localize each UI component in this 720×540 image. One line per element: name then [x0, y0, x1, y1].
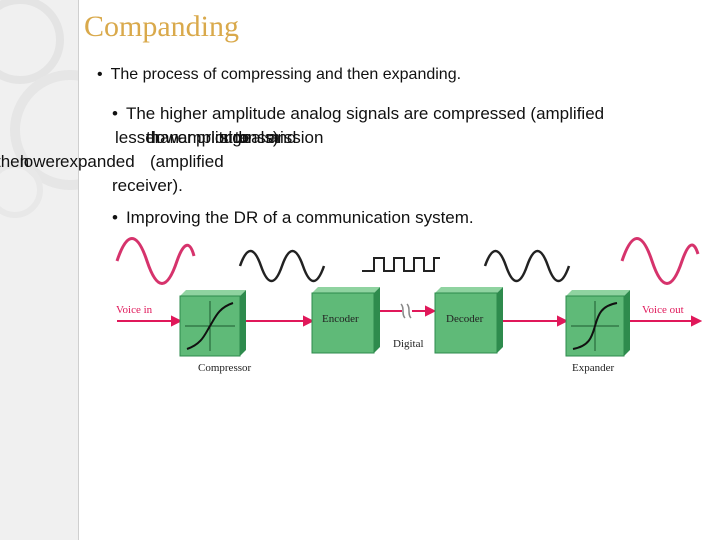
compressed-wave-icon — [238, 249, 326, 283]
digital-label: Digital — [393, 338, 424, 350]
overlap-word: transmission — [228, 128, 324, 147]
decoder-block — [434, 287, 503, 354]
overlap-word: signals) — [220, 128, 279, 147]
decorative-rings — [0, 0, 78, 218]
bullet-glyph: • — [112, 104, 118, 123]
decoder-label: Decoder — [446, 313, 484, 325]
overlap-word: then — [0, 152, 30, 171]
expander-label: Expander — [572, 362, 614, 374]
overlap-word: lower — [20, 152, 61, 171]
bullet-process: • The process of compressing and then exp… — [97, 66, 697, 84]
overlap-word: (amplified — [150, 152, 224, 171]
compressor-label: Compressor — [198, 362, 252, 374]
bullet-improving-dr: • Improving the DR of a communication sys… — [112, 208, 702, 228]
input-wave-icon — [115, 237, 196, 285]
bullet-glyph: • — [97, 66, 103, 83]
slide-title: Companding — [84, 10, 239, 43]
overlap-word: than — [146, 128, 180, 147]
bullet-glyph: • — [112, 208, 118, 227]
compression-curve-icon — [186, 302, 234, 350]
overlap-word: amplitude — [178, 128, 252, 147]
voice-in-label: Voice in — [116, 304, 153, 316]
bullet-higher-line4: receiver). — [112, 176, 183, 195]
overlap-word: and — [268, 128, 297, 147]
overlap-word: lesser — [115, 128, 161, 147]
expansion-curve-icon — [572, 302, 618, 350]
overlap-word: prior to — [196, 128, 249, 147]
encoder-block — [311, 287, 380, 354]
signal-arrows — [117, 305, 702, 327]
overlap-word: expanded — [60, 152, 135, 171]
encoder-label: Encoder — [322, 313, 359, 325]
expander-block — [565, 290, 630, 357]
decoded-wave-icon — [483, 249, 571, 283]
output-wave-icon — [620, 237, 700, 285]
overlap-word: lower — [152, 128, 193, 147]
compressor-block — [179, 290, 246, 357]
digital-wave-icon — [362, 257, 440, 272]
bullet-process-text: The process of compressing and then expa… — [110, 66, 462, 83]
channel-break-icon — [400, 303, 412, 319]
bullet-higher-amplitude: • The higher amplitude analog signals are… — [112, 102, 702, 126]
vertical-divider — [78, 0, 79, 540]
companding-block-diagram: Voice in Voice out Compressor Encoder De… — [115, 237, 702, 374]
bullet-higher-line1: The higher amplitude analog signals are … — [125, 104, 605, 123]
bullet-improving-text: Improving the DR of a communication syst… — [125, 208, 474, 227]
voice-out-label: Voice out — [642, 304, 684, 316]
